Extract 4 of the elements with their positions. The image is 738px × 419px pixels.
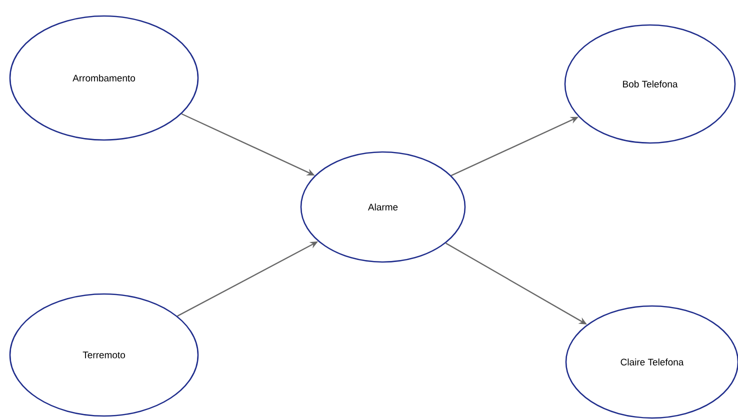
ellipse-node: Bob Telefona [564, 24, 736, 144]
ellipse-node: Alarme [300, 151, 466, 263]
ellipse-node: Terremoto [9, 293, 199, 417]
ellipse-node: Arrombamento [9, 15, 199, 141]
